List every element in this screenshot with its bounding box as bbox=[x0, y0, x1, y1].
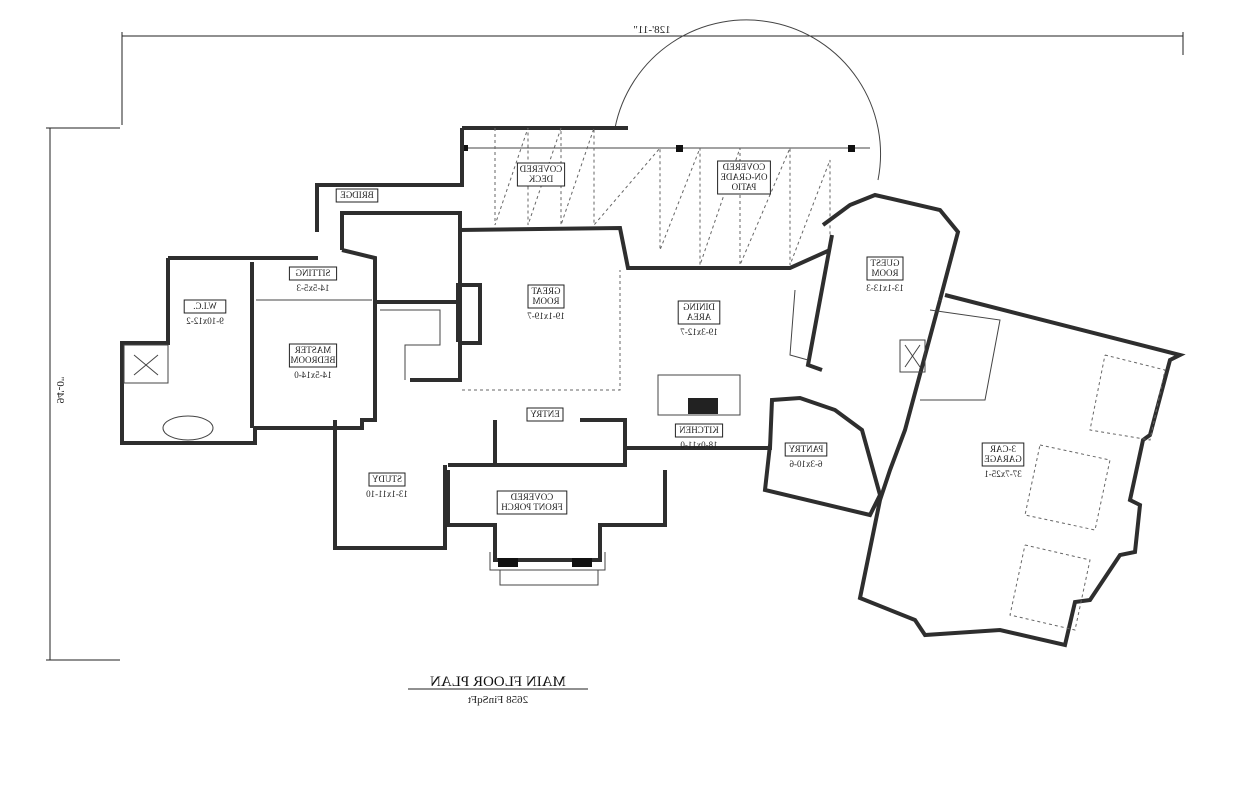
room-name-line: PATIO bbox=[731, 182, 756, 192]
patio-arc bbox=[614, 19, 882, 181]
room-label-box bbox=[717, 160, 771, 195]
room-name-line: SITTING bbox=[295, 268, 330, 278]
room-label-kitchen: KITCHEN 18-0x11-0 bbox=[674, 423, 724, 450]
room-label-box bbox=[183, 299, 227, 314]
room-name-line: AREA bbox=[686, 312, 711, 322]
depth-dimension-line: 94'-0" bbox=[46, 127, 120, 661]
room-name-line: GREAT bbox=[531, 286, 561, 296]
room-label-pantry: PANTRY 6-3x10-6 bbox=[784, 442, 828, 469]
room-label-w-i-c-: W.I.C. 9-10x12-2 bbox=[183, 299, 227, 326]
room-label-box bbox=[288, 266, 338, 281]
room-name-line: ENTRY bbox=[530, 409, 560, 419]
room-name-line: DINING bbox=[683, 302, 715, 312]
room-label-box bbox=[526, 407, 564, 422]
room-name-line: 3-CAR bbox=[990, 444, 1016, 454]
room-label-box bbox=[288, 343, 338, 368]
room-size: 19-3x12-7 bbox=[680, 327, 718, 337]
room-name-line: GARAGE bbox=[984, 454, 1022, 464]
room-size: 19-1x19-7 bbox=[527, 311, 565, 321]
room-size: 6-3x10-6 bbox=[789, 459, 822, 469]
room-name-line: GUEST bbox=[870, 258, 900, 268]
room-name-line: COVERED bbox=[722, 162, 765, 172]
width-dimension-line: 128'-11" bbox=[121, 24, 1184, 125]
room-name-line: COVERED bbox=[519, 164, 562, 174]
room-label-box bbox=[677, 300, 721, 325]
room-label-box bbox=[496, 490, 568, 515]
room-label-bridge: BRIDGE bbox=[335, 188, 379, 203]
room-label-box bbox=[981, 442, 1025, 467]
room-label-box bbox=[527, 284, 565, 309]
room-name-line: ROOM bbox=[871, 268, 898, 278]
room-name-line: BRIDGE bbox=[340, 190, 374, 200]
room-name-line: COVERED bbox=[510, 492, 553, 502]
room-name-line: KITCHEN bbox=[679, 425, 719, 435]
room-name-line: FRONT PORCH bbox=[501, 502, 563, 512]
room-name-line: MASTER bbox=[295, 345, 332, 355]
room-size: 18-0x11-0 bbox=[680, 440, 718, 450]
room-size: 9-10x12-2 bbox=[186, 316, 224, 326]
room-name-line: PANTRY bbox=[788, 444, 823, 454]
room-label-box bbox=[784, 442, 828, 457]
room-name-line: DECK bbox=[528, 174, 553, 184]
depth-dimension: 94'-0" bbox=[54, 377, 66, 404]
room-label-box bbox=[335, 188, 379, 203]
room-label-box bbox=[674, 423, 724, 438]
covered-deck-area bbox=[462, 126, 870, 266]
room-size: 13-1x13-3 bbox=[866, 283, 904, 293]
room-size: 13-1x11-10 bbox=[366, 489, 408, 499]
room-label-entry: ENTRY bbox=[526, 407, 564, 422]
plan-area: 2658 FinSqFt bbox=[468, 694, 528, 706]
room-name-line: ROOM bbox=[532, 296, 559, 306]
room-label-study: STUDY 13-1x11-10 bbox=[366, 472, 408, 499]
plan-title: MAIN FLOOR PLAN bbox=[430, 674, 566, 690]
room-size: 37-7x25-1 bbox=[984, 469, 1022, 479]
room-label-box bbox=[866, 256, 904, 281]
room-label-box bbox=[516, 162, 566, 187]
room-name-line: STUDY bbox=[372, 474, 403, 484]
room-name-line: ON-GRADE bbox=[720, 172, 767, 182]
room-size: 14-5x14-0 bbox=[294, 370, 332, 380]
room-name-line: BEDROOM bbox=[290, 355, 335, 365]
walls bbox=[120, 128, 1186, 648]
room-name-line: W.I.C. bbox=[193, 301, 216, 311]
width-dimension: 128'-11" bbox=[633, 24, 670, 36]
room-label-sitting: SITTING 14-5x5-3 bbox=[288, 266, 338, 293]
room-size: 14-5x5-3 bbox=[296, 283, 329, 293]
room-label-box bbox=[368, 472, 406, 487]
